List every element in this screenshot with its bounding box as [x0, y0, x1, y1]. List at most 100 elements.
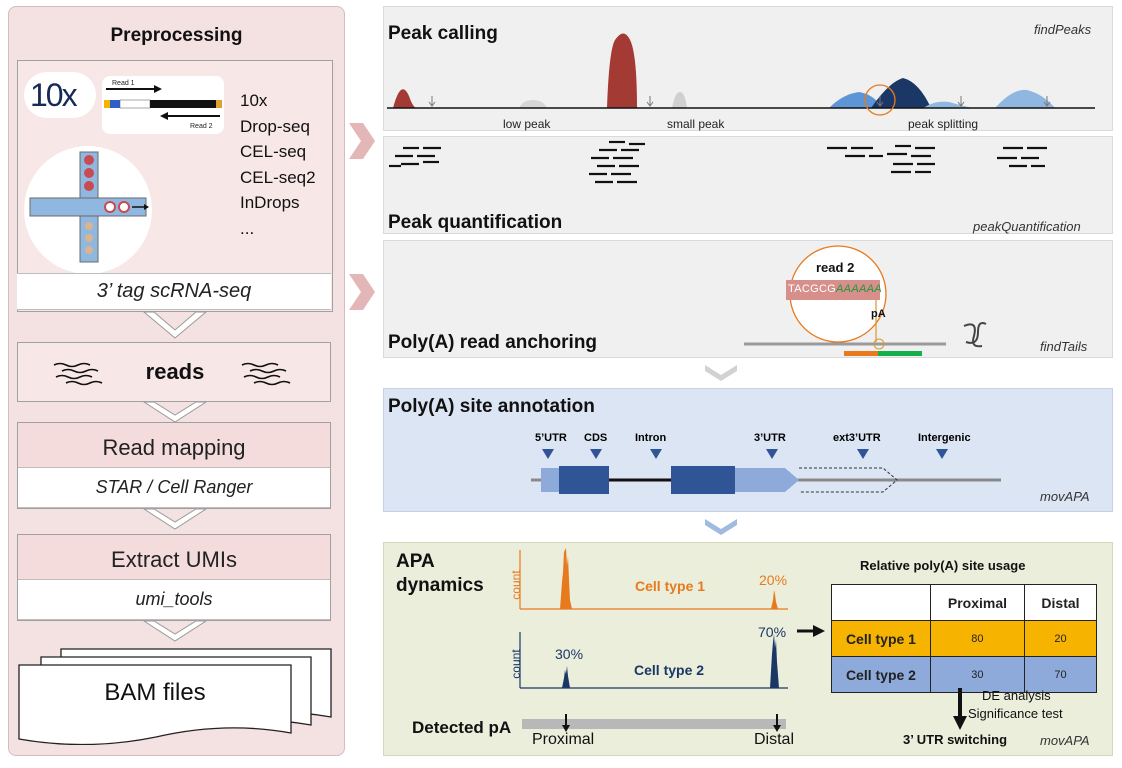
- extract-umis-title: Extract UMIs: [111, 547, 237, 572]
- insert-segment: [150, 100, 216, 108]
- feature-label-intron: Intron: [635, 432, 667, 444]
- ext3utr-marker: [857, 449, 869, 459]
- polya-anchor-function: findTails: [1040, 339, 1088, 354]
- tag-scrnaseq-label: 3’ tag scRNA-seq: [96, 280, 252, 302]
- peak-grey-low: [519, 100, 547, 108]
- barcode-segment: [104, 100, 110, 108]
- sequence-polya: AAAAAA: [836, 283, 882, 295]
- reads-squiggles-right: [241, 362, 291, 386]
- microfluidics-illustration: [24, 146, 152, 274]
- read2-sequence: TACGCGAAAAAA: [788, 283, 882, 295]
- table-header-distal: Distal: [1023, 584, 1098, 621]
- table-header-proximal: Proximal: [929, 584, 1025, 621]
- down-arrow: [953, 688, 967, 730]
- extract-umis-box: Extract UMIs umi_tools: [17, 534, 331, 621]
- tenx-logo: 10x: [24, 72, 96, 118]
- droplet: [104, 201, 116, 213]
- read-mapping-tool-strip: STAR / Cell Ranger: [18, 467, 330, 508]
- small-peak-label: small peak: [667, 117, 725, 131]
- bead: [84, 168, 94, 178]
- feature-label-cds: CDS: [584, 432, 608, 444]
- feature-label-ext3utr: ext3’UTR: [833, 432, 881, 444]
- platform-item: ...: [240, 218, 255, 238]
- peak-blue-1: [829, 92, 883, 108]
- usage-table-title: Relative poly(A) site usage: [860, 558, 1026, 573]
- peak-navy: [871, 78, 931, 108]
- flow-chevron: [142, 620, 208, 642]
- pileup-group: [389, 146, 441, 168]
- detected-pa-bar: [522, 719, 786, 729]
- sequence-prefix: TACGCG: [788, 283, 837, 295]
- annotation-function: movAPA: [1040, 489, 1090, 504]
- apa-title: APA dynamics: [396, 550, 484, 598]
- read-structure-svg: Read 1 Read 2: [104, 80, 222, 130]
- read2-label-anchor: read 2: [816, 260, 855, 275]
- annotation-title: Poly(A) site annotation: [388, 396, 595, 417]
- peak-quant-title: Peak quantification: [388, 212, 563, 233]
- peak-red-large: [607, 33, 637, 108]
- read-mapping-box: Read mapping STAR / Cell Ranger: [17, 422, 331, 509]
- read2-arrowhead: [160, 112, 168, 120]
- intergenic-marker: [936, 449, 948, 459]
- peak-calling-title: Peak calling: [388, 23, 498, 44]
- table-header-corner: [831, 584, 931, 621]
- distal-pa-arrowhead: [773, 725, 781, 732]
- peak-grey-small: [672, 92, 687, 108]
- platform-item: CEL-seq: [240, 142, 307, 161]
- pileup-group: [589, 140, 645, 184]
- tag-scrnaseq-strip: 3’ tag scRNA-seq: [17, 273, 331, 310]
- utr-switching-label: 3’ UTR switching: [903, 732, 1008, 747]
- peak-calling-panel: [383, 6, 1113, 131]
- de-analysis-label: DE analysis: [982, 688, 1051, 703]
- utr5-block: [541, 468, 559, 492]
- cell2-proximal-peak: [562, 666, 570, 688]
- cell2-count-label: count: [509, 649, 523, 679]
- table-row: Cell type 1 80 20: [831, 620, 1098, 657]
- polya-anchor-diagram: [744, 245, 987, 356]
- apa-title-line1: APA: [396, 551, 435, 572]
- table-cell-distal: 70: [1023, 656, 1098, 693]
- cell: [85, 246, 93, 254]
- read-mapping-tool: STAR / Cell Ranger: [95, 477, 253, 497]
- cds-block-1: [559, 466, 609, 494]
- reads-squiggles-left: [53, 362, 103, 386]
- platform-item: InDrops: [240, 193, 300, 212]
- pink-chevron: [349, 274, 375, 310]
- intron-marker: [650, 449, 662, 459]
- microfluidics-svg: [29, 151, 149, 263]
- detected-pa-label: Detected pA: [412, 718, 512, 737]
- feature-label-intergenic: Intergenic: [918, 432, 971, 444]
- read1-label: Read 1: [112, 80, 135, 87]
- read-pileups: [389, 140, 1047, 184]
- read2-label: Read 2: [190, 123, 213, 130]
- peak-splitting-label: peak splitting: [908, 117, 979, 131]
- peak-quant-function: peakQuantification: [973, 219, 1081, 234]
- bead: [84, 181, 94, 191]
- bam-files-label: BAM files: [104, 679, 206, 706]
- peak-calling-function: findPeaks: [1034, 22, 1092, 37]
- pa-label: pA: [871, 308, 886, 320]
- platform-item: 10x: [240, 91, 268, 110]
- low-peak-label: low peak: [503, 117, 551, 131]
- apa-title-line2: dynamics: [396, 575, 484, 596]
- cell2-proximal-pct: 30%: [555, 646, 584, 662]
- read1-arrowhead: [154, 85, 162, 93]
- feature-label-utr5: 5’UTR: [535, 432, 567, 444]
- reads-label: reads: [145, 359, 205, 384]
- polya-anchor-title: Poly(A) read anchoring: [388, 332, 598, 353]
- cell: [85, 222, 93, 230]
- table-cell-proximal: 80: [929, 620, 1025, 657]
- table-row-label: Cell type 1: [831, 620, 931, 657]
- peak-red-low: [393, 89, 417, 108]
- cds-marker: [590, 449, 602, 459]
- extract-umis-tool: umi_tools: [135, 589, 213, 609]
- cell: [85, 234, 93, 242]
- pileup-group: [997, 146, 1047, 168]
- cell1-distal-pct: 20%: [759, 572, 788, 588]
- cell1-count-label: count: [509, 570, 523, 600]
- table-header-row: Proximal Distal: [831, 584, 1098, 621]
- flow-chevron: [142, 401, 208, 423]
- preprocessing-title: Preprocessing: [110, 25, 243, 46]
- pa-site-circle: [873, 338, 885, 350]
- adapter-segment: [216, 100, 222, 108]
